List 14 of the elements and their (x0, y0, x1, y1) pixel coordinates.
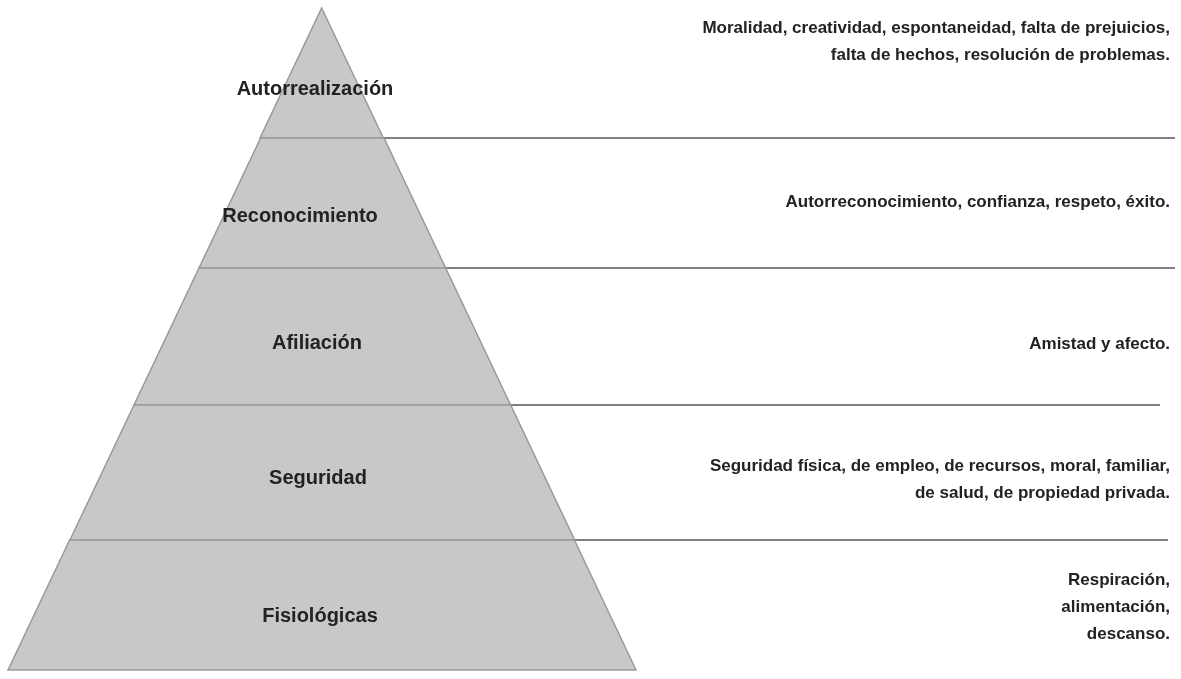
level-label: Fisiológicas (262, 603, 378, 627)
description-text: Amistad y afecto. (1028, 333, 1170, 355)
pyramid-level (69, 405, 575, 540)
pyramid-level (198, 138, 446, 268)
description-text: Seguridad física, de empleo, de recursos, moral, familiar, de salud, de propiedad privada. (708, 455, 1170, 504)
description-text: Autorreconocimiento, confianza, respeto, éxito. (784, 191, 1170, 213)
description-text: Moralidad, creatividad, espontaneidad, falta de prejuicios, falta de hechos, resolución de problemas. (701, 17, 1170, 66)
pyramid-level (133, 268, 511, 405)
pyramid-level (8, 540, 636, 670)
description-text: Respiración, alimentación, descanso. (1060, 569, 1170, 645)
level-label: Reconocimiento (222, 203, 378, 227)
level-label: Seguridad (269, 465, 367, 489)
level-label: Afiliación (272, 330, 362, 354)
level-label: Autorrealización (236, 76, 394, 100)
